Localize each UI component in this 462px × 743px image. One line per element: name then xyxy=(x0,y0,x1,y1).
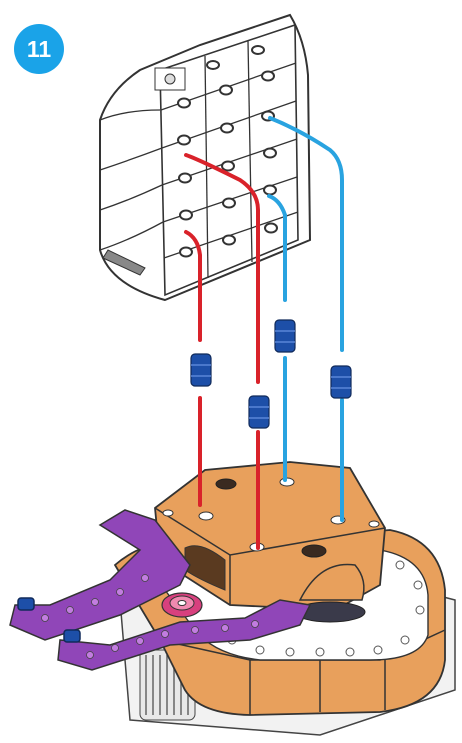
display-panel xyxy=(100,15,310,300)
peg-connector-icon xyxy=(331,366,351,398)
pink-gear-icon xyxy=(162,593,202,617)
peg-connector-icon xyxy=(275,320,295,352)
peg-connector-icon xyxy=(249,396,269,428)
peg-connector-icon xyxy=(191,354,211,386)
peg-connector-icons xyxy=(191,320,351,428)
